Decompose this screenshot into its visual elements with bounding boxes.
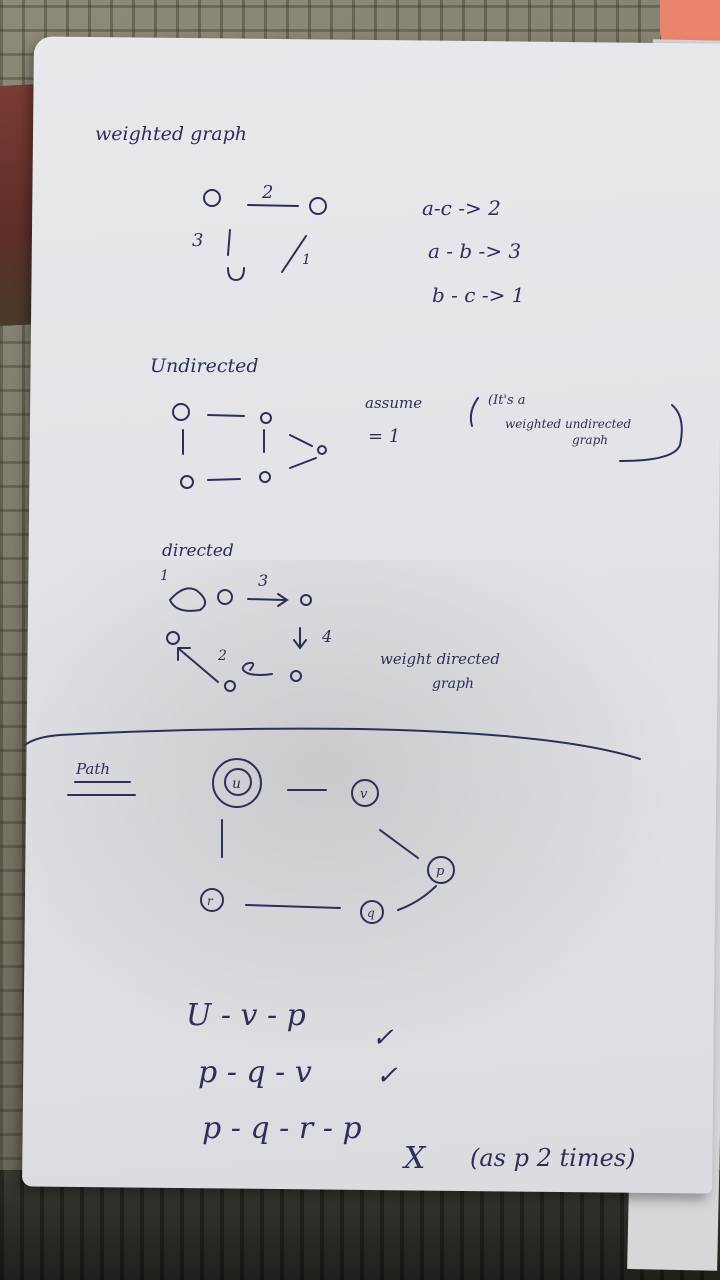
path-example-3-reason: (as p 2 times)	[470, 1144, 635, 1172]
directed-weight-3: 3	[258, 571, 268, 590]
path-node-v-label: v	[360, 787, 368, 802]
path-underline	[67, 781, 136, 796]
path-example-2-mark: ✓	[376, 1061, 398, 1091]
ud-node-4	[259, 471, 271, 483]
path-node-q	[360, 900, 384, 924]
path-node-r	[200, 888, 224, 912]
dir-node-1	[217, 589, 233, 605]
path-node-v	[351, 779, 379, 807]
node-a-circle	[203, 189, 221, 207]
dir-node-3	[166, 631, 180, 645]
path-node-p	[427, 856, 455, 884]
weighted-heading: weighted graph	[95, 123, 247, 145]
edge-r-q	[245, 904, 341, 909]
weight-2-label: 2	[261, 182, 273, 203]
node-b-u	[227, 267, 245, 282]
directed-weight-2: 2	[217, 648, 227, 664]
weight-3-label: 3	[192, 230, 203, 251]
edge-ab-label: a - b -> 3	[428, 239, 521, 263]
path-example-3-mark: X	[402, 1141, 427, 1176]
node-c-circle	[309, 197, 327, 215]
path-node-u-label: u	[232, 776, 241, 792]
edge-v-p	[379, 829, 419, 859]
edge-ab	[227, 229, 231, 256]
edge-bc	[281, 235, 307, 273]
note-line-1: (It's a	[488, 393, 526, 408]
ud-node-5	[317, 445, 327, 455]
directed-heading: directed	[162, 541, 234, 561]
weighted-directed-line2: graph	[432, 676, 474, 692]
dir-node-4	[224, 680, 236, 692]
path-node-p-label: p	[436, 864, 445, 879]
path-heading: Path	[75, 760, 110, 778]
path-example-2: p - q - v	[198, 1055, 312, 1090]
edge-q-p	[397, 885, 437, 911]
edge-ac	[247, 204, 299, 207]
edge-bc-label: b - c -> 1	[432, 283, 524, 307]
path-node-u-outer	[212, 758, 262, 808]
ud-node-2	[260, 412, 272, 424]
assume-text: assume	[365, 394, 422, 412]
path-node-r-label: r	[207, 894, 214, 908]
path-example-3: p - q - r - p	[202, 1111, 362, 1146]
undirected-heading: Undirected	[150, 355, 259, 377]
edge-ac-label: a-c -> 2	[422, 196, 501, 220]
note-line-3: graph	[572, 433, 608, 447]
section-divider	[24, 727, 641, 760]
path-example-1: U - v - p	[186, 998, 306, 1033]
note-line-2: weighted undirected	[505, 417, 632, 431]
directed-weight-1: 1	[160, 568, 169, 584]
weight-1-label: 1	[302, 252, 311, 268]
directed-weight-4: 4	[321, 627, 332, 646]
path-example-1-mark: ✓	[372, 1023, 394, 1053]
path-node-q-label: q	[367, 906, 375, 920]
note-bracket	[619, 404, 683, 462]
ud-node-3	[180, 475, 194, 489]
dir-node-2	[300, 594, 312, 606]
assume-value: = 1	[368, 426, 400, 447]
ud-node-1	[172, 403, 190, 421]
hand-shadow	[0, 560, 720, 1080]
dir-node-5	[290, 670, 302, 682]
weighted-directed-line1: weight directed	[380, 650, 500, 668]
